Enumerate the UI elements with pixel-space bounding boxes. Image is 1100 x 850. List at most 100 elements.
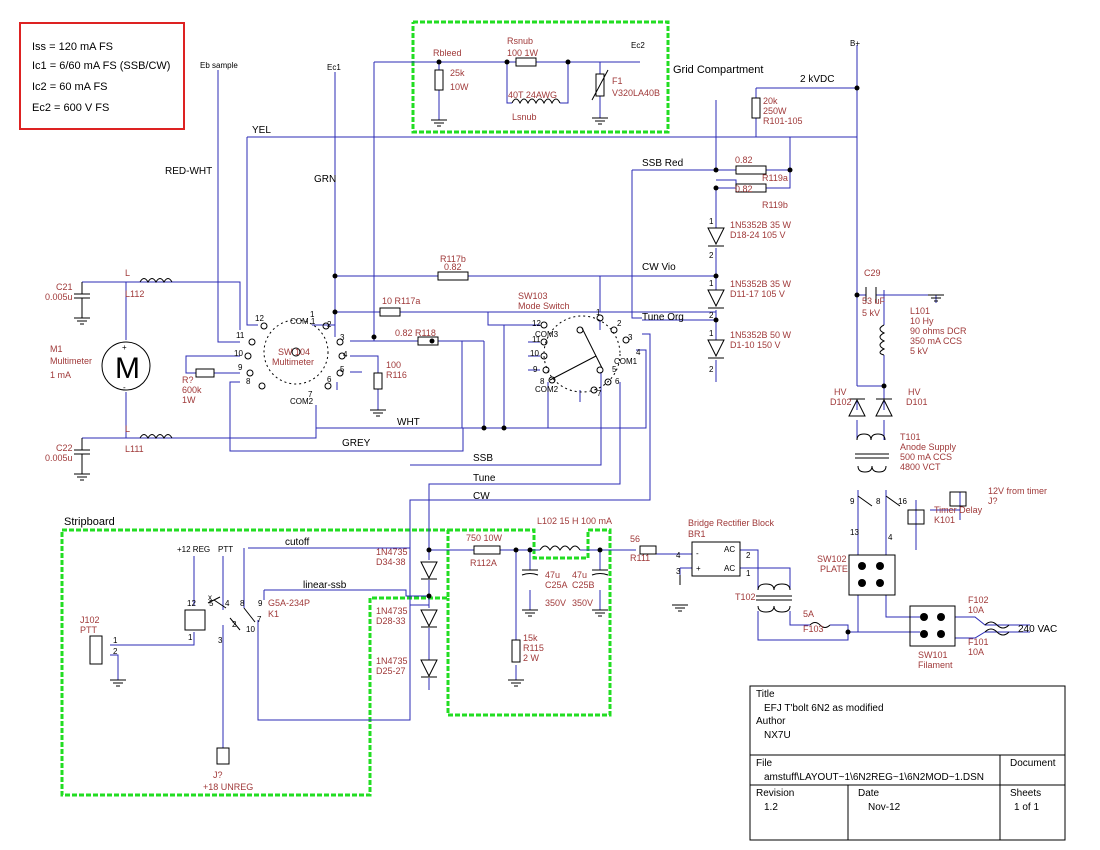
svg-text:13: 13	[850, 528, 859, 537]
svg-text:53 uF: 53 uF	[862, 296, 886, 306]
net-18unreg: +18 UNREG	[203, 782, 253, 792]
c25b: 47u C25B 350V	[572, 569, 609, 617]
svg-text:4: 4	[888, 533, 893, 542]
svg-text:8: 8	[876, 497, 881, 506]
svg-text:5: 5	[340, 365, 345, 374]
r117b: R117b 0.82	[437, 254, 469, 281]
author-value: NX7U	[764, 730, 791, 741]
svg-text:Mode Switch: Mode Switch	[518, 301, 570, 311]
svg-text:8: 8	[540, 377, 545, 386]
svg-text:F102: F102	[968, 595, 989, 605]
date-label: Date	[858, 788, 880, 799]
svg-text:Timer Delay: Timer Delay	[934, 505, 983, 515]
sheets-value: 1 of 1	[1014, 802, 1039, 813]
r119b: 0.82 R119b	[735, 183, 788, 210]
svg-text:L102 15 H 100 mA: L102 15 H 100 mA	[537, 516, 612, 526]
sw101-filament: SW101 Filament	[909, 605, 956, 670]
svg-text:1: 1	[310, 310, 315, 319]
grid-compartment-label: Grid Compartment	[673, 64, 763, 76]
net-ec1: Ec1	[327, 63, 341, 72]
svg-text:7: 7	[308, 390, 313, 399]
svg-text:K101: K101	[934, 515, 955, 525]
svg-text:2: 2	[232, 620, 237, 629]
svg-text:0.82 R118: 0.82 R118	[395, 328, 436, 338]
svg-text:9: 9	[238, 363, 243, 372]
svg-text:350V: 350V	[545, 598, 566, 608]
svg-text:V320LA40B: V320LA40B	[612, 88, 660, 98]
document-label: Document	[1010, 758, 1056, 769]
revision-value: 1.2	[764, 802, 778, 813]
svg-text:HV: HV	[908, 387, 921, 397]
svg-text:11: 11	[236, 331, 245, 340]
svg-text:3: 3	[628, 333, 633, 342]
svg-text:COM 1: COM 1	[290, 317, 316, 326]
svg-text:5: 5	[612, 365, 617, 374]
spec-ic1: Ic1 = 6/60 mA FS (SSB/CW)	[32, 60, 170, 72]
svg-text:R111: R111	[630, 553, 650, 563]
svg-text:9: 9	[533, 365, 538, 374]
fuses: F102 10A F101 10A 5A F103	[803, 595, 1010, 657]
file-label: File	[756, 758, 773, 769]
sheets-label: Sheets	[1010, 788, 1041, 799]
svg-text:1N5352B 35 W: 1N5352B 35 W	[730, 279, 792, 289]
junctions	[332, 59, 887, 635]
svg-text:10: 10	[246, 625, 255, 634]
m1-multimeter: M M1 Multimeter 1 mA +-	[50, 341, 151, 392]
t101-transformer: T101 Anode Supply 500 mA CCS 4800 VCT	[855, 432, 957, 473]
svg-text:D102: D102	[830, 397, 852, 407]
svg-text:HV: HV	[834, 387, 847, 397]
svg-text:Anode Supply: Anode Supply	[900, 442, 957, 452]
svg-text:10 Hy: 10 Hy	[910, 316, 934, 326]
l102-choke: L102 15 H 100 mA	[537, 516, 612, 551]
svg-text:D28-33: D28-33	[376, 616, 406, 626]
net-cw: CW	[473, 491, 490, 502]
r112a: 750 10W R112A	[466, 533, 503, 568]
net-tune-org: Tune Org	[642, 312, 684, 323]
svg-text:4: 4	[676, 551, 681, 560]
svg-text:10A: 10A	[968, 605, 984, 615]
net-linear-ssb: linear-ssb	[303, 580, 347, 591]
lsnub: 40T 24AWG Lsnub	[508, 90, 561, 122]
svg-text:16: 16	[898, 497, 907, 506]
svg-text:5: 5	[209, 599, 214, 608]
svg-text:350V: 350V	[572, 598, 593, 608]
svg-text:Multimeter: Multimeter	[50, 356, 92, 366]
svg-text:10: 10	[530, 349, 539, 358]
svg-text:1N4735: 1N4735	[376, 656, 408, 666]
svg-text:5 kV: 5 kV	[910, 346, 928, 356]
svg-text:R?: R?	[182, 375, 194, 385]
r115: 15k R115 2 W	[508, 633, 544, 687]
svg-text:SW103: SW103	[518, 291, 548, 301]
svg-text:10W: 10W	[450, 82, 469, 92]
r119a: 0.82 R119a	[735, 155, 788, 183]
rbleed: Rbleed 25k 10W	[431, 48, 469, 127]
svg-text:1W: 1W	[182, 395, 196, 405]
stripboard-label: Stripboard	[64, 516, 115, 528]
svg-text:AC: AC	[724, 564, 735, 573]
net-grn: GRN	[314, 174, 336, 185]
svg-text:R115: R115	[523, 643, 544, 653]
svg-text:4: 4	[225, 599, 230, 608]
svg-text:1: 1	[746, 569, 751, 578]
sw103-mode-switch: SW103 Mode Switch COM3 COM1 COM2 12 312 …	[518, 291, 641, 398]
svg-text:0.82: 0.82	[735, 155, 753, 165]
svg-text:600k: 600k	[182, 385, 202, 395]
svg-text:2: 2	[113, 647, 118, 656]
net-2kvdc: 2 kVDC	[800, 74, 834, 85]
svg-text:SW102: SW102	[817, 554, 847, 564]
svg-text:C25A: C25A	[545, 580, 568, 590]
l101-choke: L101 10 Hy 90 ohms DCR 350 mA CCS 5 kV	[879, 306, 967, 356]
svg-text:D25-27: D25-27	[376, 666, 406, 676]
svg-text:PLATE: PLATE	[820, 564, 848, 574]
svg-text:R116: R116	[386, 370, 407, 380]
svg-text:C25B: C25B	[572, 580, 595, 590]
svg-text:Multimeter: Multimeter	[272, 357, 314, 367]
svg-text:+: +	[122, 343, 127, 352]
j-unreg-ref: J?	[213, 770, 223, 780]
title-label: Title	[756, 689, 775, 700]
svg-text:12: 12	[532, 319, 541, 328]
svg-text:2: 2	[709, 311, 714, 320]
svg-text:10: 10	[234, 349, 243, 358]
